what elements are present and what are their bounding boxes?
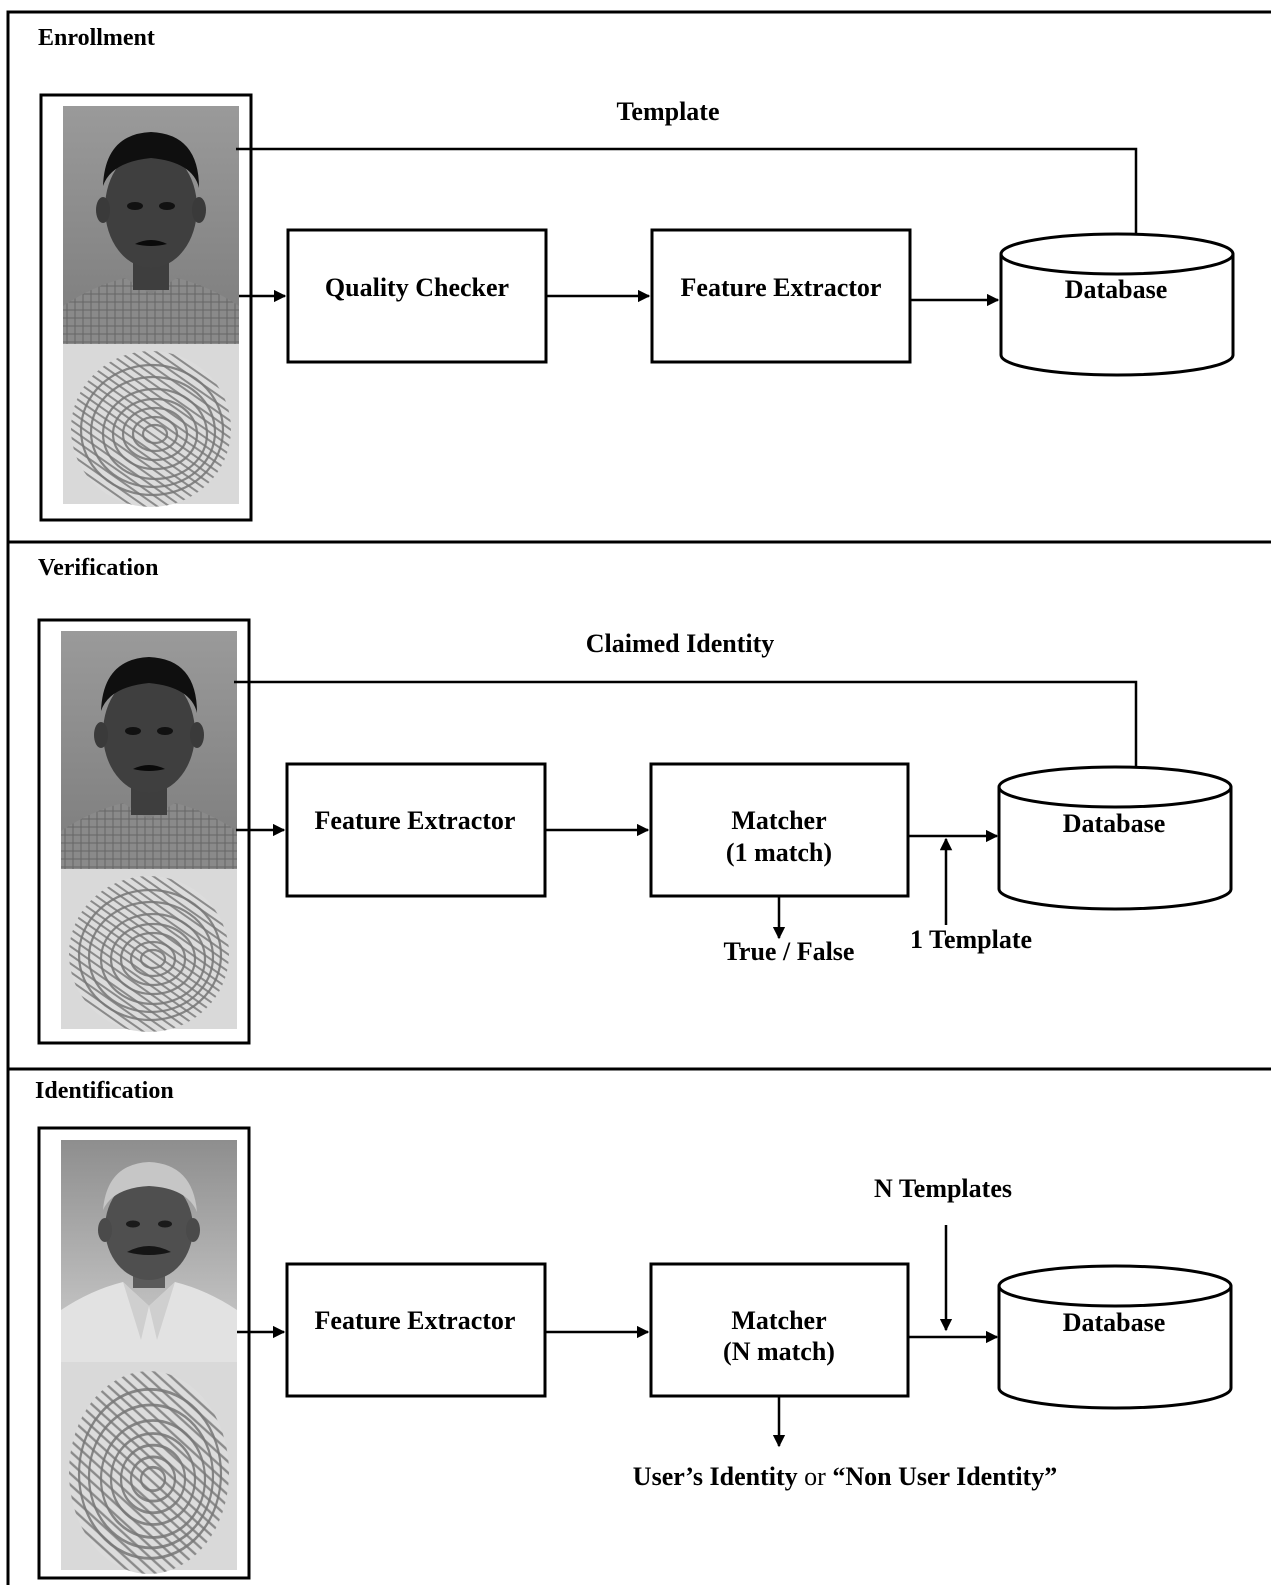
identification-output-label: User’s Identity or “Non User Identity” xyxy=(633,1462,1057,1491)
identification-database-label: Database xyxy=(1063,1308,1166,1337)
verification-database-label: Database xyxy=(1063,809,1166,838)
identification-title: Identification xyxy=(35,1078,174,1104)
claimed-identity-label: Claimed Identity xyxy=(586,629,775,658)
quality-checker-label: Quality Checker xyxy=(325,273,509,302)
enrollment-database-label: Database xyxy=(1065,275,1168,304)
verification-matcher-label-line1: Matcher xyxy=(731,806,826,835)
enrollment-fingerprint-image xyxy=(61,342,241,509)
verification-panel: Verification Claimed Identity Feature Ex… xyxy=(37,555,1233,1045)
non-user-identity-text: “Non User Identity” xyxy=(832,1462,1057,1491)
enrollment-title: Enrollment xyxy=(38,25,155,51)
verification-matcher-label-line2: (1 match) xyxy=(726,838,832,867)
quality-checker-box xyxy=(286,228,548,364)
enrollment-panel: Enrollment Template Quality Checker Feat… xyxy=(38,25,1235,522)
verification-output-label: True / False xyxy=(724,937,855,966)
claimed-identity-arrow xyxy=(234,680,1143,787)
verification-database-cylinder xyxy=(997,765,1233,911)
identification-matcher-label-line2: (N match) xyxy=(723,1337,835,1366)
verification-feature-extractor-box xyxy=(285,762,547,898)
verification-biometric-frame xyxy=(37,618,251,1045)
identification-fingerprint-image xyxy=(59,1360,239,1576)
enrollment-database-cylinder xyxy=(999,232,1235,377)
verification-feature-extractor-label: Feature Extractor xyxy=(315,806,516,835)
identification-face-image xyxy=(61,1140,237,1362)
n-templates-label: N Templates xyxy=(874,1174,1012,1203)
feature-extractor-label: Feature Extractor xyxy=(681,273,882,302)
enrollment-biometric-frame xyxy=(39,93,253,522)
feature-extractor-box xyxy=(650,228,912,364)
enrollment-template-label: Template xyxy=(616,97,719,126)
one-template-label: 1 Template xyxy=(910,925,1032,954)
verification-title: Verification xyxy=(38,555,158,581)
verification-fingerprint-image xyxy=(59,867,239,1034)
verification-face-image xyxy=(61,631,237,869)
or-text: or xyxy=(798,1462,833,1491)
identification-feature-extractor-box xyxy=(285,1262,547,1398)
verification-matcher-box xyxy=(649,762,910,898)
template-arrow xyxy=(236,147,1143,255)
outer-frame xyxy=(6,10,1271,1585)
identification-feature-extractor-label: Feature Extractor xyxy=(315,1306,516,1335)
identification-panel: Identification N Templates Feature Extra… xyxy=(35,1078,1233,1580)
identification-database-cylinder xyxy=(997,1264,1233,1410)
identification-matcher-label-line1: Matcher xyxy=(731,1306,826,1335)
users-identity-text: User’s Identity xyxy=(633,1462,798,1491)
enrollment-face-image xyxy=(63,106,239,344)
identification-biometric-frame xyxy=(37,1126,251,1580)
